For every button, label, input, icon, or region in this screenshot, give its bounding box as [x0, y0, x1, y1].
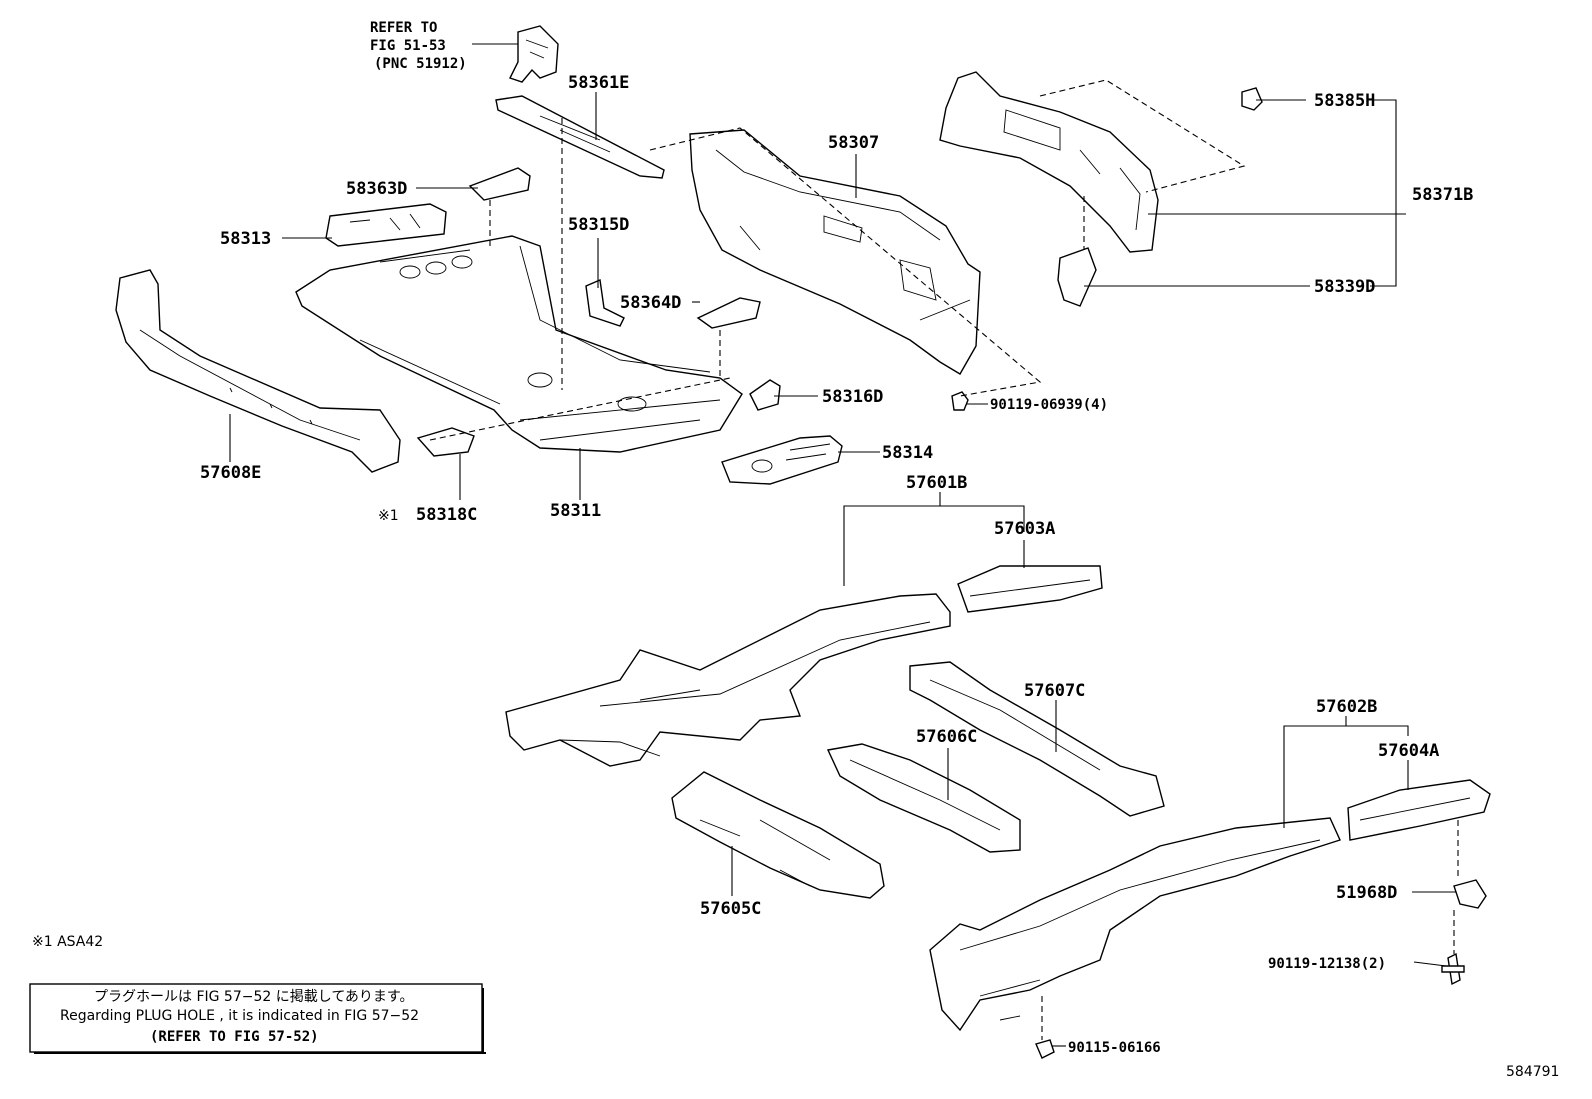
part-58363d	[468, 167, 531, 201]
part-58385h	[1241, 87, 1263, 111]
label-51968d: 51968D	[1336, 883, 1397, 903]
part-58318c	[416, 427, 475, 457]
label-58318c: 58318C	[416, 505, 477, 525]
label-57601b: 57601B	[906, 473, 967, 493]
part-58361e	[495, 95, 665, 179]
label-58313: 58313	[220, 229, 271, 249]
leader-lines	[229, 43, 1456, 1047]
part-57608e	[115, 269, 401, 473]
part-57601b	[505, 593, 951, 767]
note-mark-58318c: ※1	[378, 508, 399, 524]
part-58364d	[696, 297, 761, 329]
part-51968d	[1453, 879, 1487, 909]
bolt-90119-12138	[1441, 952, 1465, 986]
part-58371b-assembly	[939, 71, 1159, 253]
notice-english: Regarding PLUG HOLE , it is indicated in…	[60, 1008, 419, 1024]
refer-label-line-2: FIG 51-53	[370, 38, 446, 54]
label-57608e: 57608E	[200, 463, 261, 483]
bolt-90119-06939	[951, 391, 969, 411]
label-57606c: 57606C	[916, 727, 977, 747]
part-58313	[325, 203, 447, 247]
part-57603a	[957, 565, 1103, 613]
part-58339d	[1057, 247, 1097, 307]
label-58307: 58307	[828, 133, 879, 153]
part-57605c	[671, 771, 885, 899]
label-90119-06939: 90119-06939(4)	[990, 397, 1108, 413]
part-58316d	[749, 379, 781, 411]
label-58363d: 58363D	[346, 179, 407, 199]
refer-label-line-1: REFER TO	[370, 20, 437, 36]
label-57602b: 57602B	[1316, 697, 1377, 717]
part-57607c	[909, 661, 1165, 817]
notice-japanese: プラグホールは FIG 57−52 に掲載してあります。	[94, 989, 414, 1005]
label-57603a: 57603A	[994, 519, 1055, 539]
label-58316d: 58316D	[822, 387, 883, 407]
label-58364d: 58364D	[620, 293, 681, 313]
label-58371b: 58371B	[1412, 185, 1473, 205]
notice-refer: (REFER TO FIG 57-52)	[150, 1029, 319, 1045]
assembly-dashed-lines	[429, 79, 1459, 1040]
bracket-51912-part	[509, 25, 559, 83]
label-57605c: 57605C	[700, 899, 761, 919]
part-57606c	[826, 743, 1021, 853]
label-58314: 58314	[882, 443, 933, 463]
label-57607c: 57607C	[1024, 681, 1085, 701]
label-90119-12138: 90119-12138(2)	[1268, 956, 1386, 972]
label-57604a: 57604A	[1378, 741, 1439, 761]
part-58315d	[585, 278, 625, 327]
plug-hole-notice-box: プラグホールは FIG 57−52 に掲載してあります。 Regarding P…	[29, 983, 486, 1054]
part-58307-panel	[689, 129, 981, 375]
label-58315d: 58315D	[568, 215, 629, 235]
label-58385h: 58385H	[1314, 91, 1375, 111]
label-58311: 58311	[550, 501, 601, 521]
part-58311-floor-pan	[295, 235, 743, 453]
label-58339d: 58339D	[1314, 277, 1375, 297]
label-58361e: 58361E	[568, 73, 629, 93]
figure-id: 584791	[1506, 1064, 1559, 1080]
label-90115-06166: 90115-06166	[1068, 1040, 1161, 1056]
footnote-asa42: ※1 ASA42	[32, 934, 103, 950]
part-57604a	[1347, 779, 1491, 841]
bolt-90115-06166	[1035, 1039, 1055, 1059]
part-57602b	[929, 817, 1341, 1032]
refer-label-line-3: (PNC 51912)	[374, 56, 467, 72]
part-58314	[721, 435, 843, 485]
